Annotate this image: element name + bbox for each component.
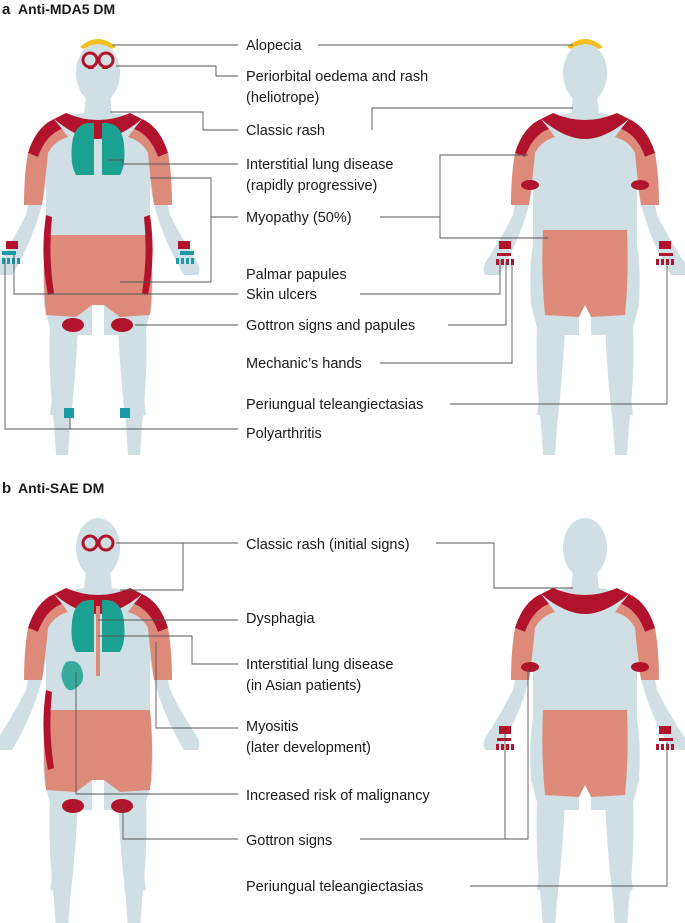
figure-a-back: [483, 39, 685, 455]
label-palmar-papules: Palmar papules: [246, 267, 347, 283]
panel-b-title: Anti-SAE DM: [18, 480, 104, 496]
label-mechanics-hands: Mechanic’s hands: [246, 356, 362, 372]
leader-lines-a: [4, 44, 668, 430]
label-alopecia: Alopecia: [246, 38, 303, 54]
figure-b-front: [0, 518, 200, 923]
label-ild-line1: Interstitial lung disease: [246, 157, 394, 173]
label-periorbital-line1: Periorbital oedema and rash: [246, 69, 428, 85]
label-b-ild-line1: Interstitial lung disease: [246, 657, 394, 673]
leader-lines-b: [75, 542, 668, 887]
label-skin-ulcers: Skin ulcers: [246, 287, 317, 303]
label-dysphagia: Dysphagia: [246, 611, 315, 627]
panel-b-letter: b: [2, 480, 11, 497]
label-periungual-a: Periungual teleangiectasias: [246, 397, 423, 413]
label-periorbital-line2: (heliotrope): [246, 90, 319, 106]
panel-a-title: Anti-MDA5 DM: [18, 1, 115, 17]
label-periungual-b: Periungual teleangiectasias: [246, 879, 423, 895]
figure-a-front: [0, 39, 200, 455]
label-b-ild-line2: (in Asian patients): [246, 678, 361, 694]
panel-a-letter: a: [2, 1, 11, 18]
label-myositis-line1: Myositis: [246, 719, 298, 735]
label-myopathy: Myopathy (50%): [246, 210, 352, 226]
label-ild-line2: (rapidly progressive): [246, 178, 377, 194]
label-polyarthritis: Polyarthritis: [246, 426, 322, 442]
label-classic-rash: Classic rash: [246, 123, 325, 139]
label-myositis-line2: (later development): [246, 740, 371, 756]
figure-b-back: [483, 518, 685, 923]
label-malignancy: Increased risk of malignancy: [246, 788, 430, 804]
label-gottron-signs: Gottron signs: [246, 833, 332, 849]
label-gottron-papules: Gottron signs and papules: [246, 318, 415, 334]
label-b-classic-rash: Classic rash (initial signs): [246, 537, 410, 553]
